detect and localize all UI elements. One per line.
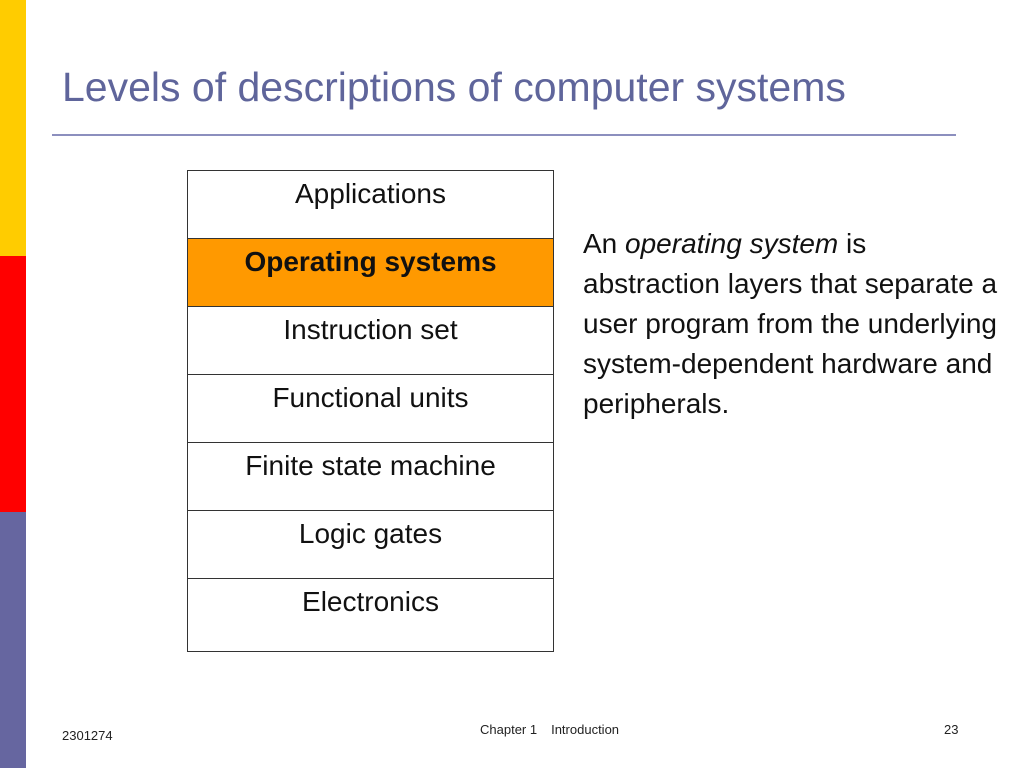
level-functional-units: Functional units <box>188 375 553 443</box>
level-electronics: Electronics <box>302 586 439 617</box>
footer-chapter-label: Chapter 1 <box>480 722 538 737</box>
title-divider <box>52 134 956 136</box>
level-applications: Applications <box>188 171 553 239</box>
sidebar-color-bar <box>0 0 26 768</box>
description-emphasis: operating system <box>625 228 839 259</box>
footer-course-code: 2301274 <box>62 728 113 743</box>
slide-title: Levels of descriptions of computer syste… <box>62 64 846 110</box>
level-instruction-set: Instruction set <box>188 307 553 375</box>
footer-page-number: 23 <box>944 722 959 737</box>
operating-system-description: An operating system is abstraction layer… <box>583 224 1003 424</box>
description-prefix: An <box>583 228 626 259</box>
footer-chapter: Chapter 1 Introduction <box>480 722 619 737</box>
footer-section-label: Introduction <box>551 722 620 737</box>
description-suffix: is abstraction layers that separate a us… <box>583 228 998 419</box>
level-operating-systems: Operating systems <box>188 239 553 307</box>
level-finite-state-machine: Finite state machine <box>188 443 553 511</box>
sidebar-segment-blue <box>0 512 26 768</box>
sidebar-segment-red <box>0 256 26 512</box>
sidebar-segment-yellow <box>0 0 26 256</box>
level-logic-gates: Logic gates <box>188 511 553 579</box>
abstraction-levels-table: Applications Operating systems Instructi… <box>187 170 554 652</box>
